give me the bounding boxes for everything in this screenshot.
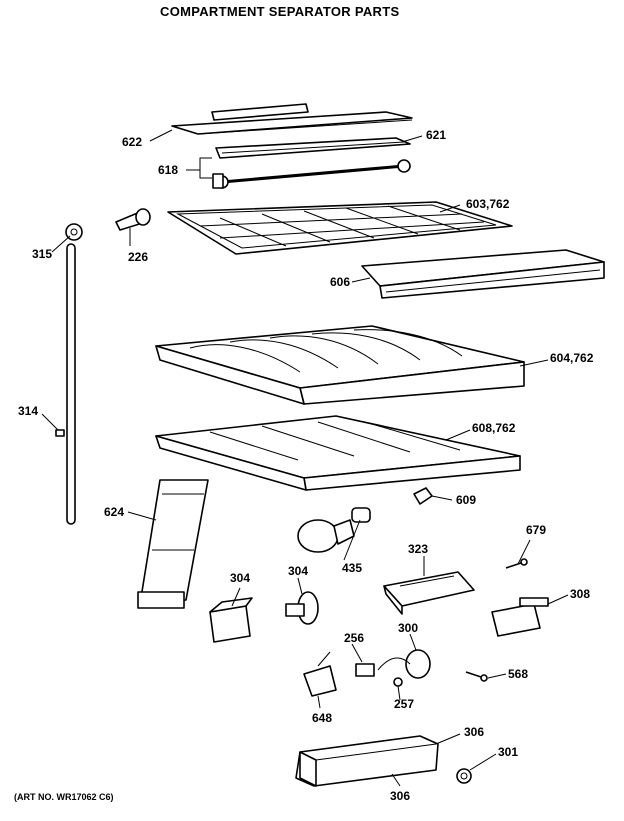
part-604-separator bbox=[155, 325, 525, 405]
callout-608: 608,762 bbox=[472, 421, 516, 435]
part-648-thermostat bbox=[303, 651, 337, 697]
callout-306-b: 306 bbox=[390, 789, 410, 803]
part-308-bracket bbox=[491, 597, 549, 637]
part-256-connector bbox=[355, 663, 375, 677]
callout-604: 604,762 bbox=[550, 351, 594, 365]
part-609-clip bbox=[413, 487, 433, 505]
part-304-knob bbox=[285, 591, 319, 625]
part-304-switch-a bbox=[209, 597, 253, 643]
part-257-screw bbox=[393, 677, 403, 687]
diagram-title: COMPARTMENT SEPARATOR PARTS bbox=[160, 4, 399, 19]
part-226-pin bbox=[115, 208, 151, 231]
callout-256: 256 bbox=[344, 631, 364, 645]
callout-648: 648 bbox=[312, 711, 332, 725]
part-603-wire-shelf bbox=[167, 201, 513, 255]
callout-603: 603,762 bbox=[466, 197, 510, 211]
part-314-315-rod bbox=[55, 223, 83, 525]
part-306-bracket bbox=[295, 735, 439, 787]
part-624-panel bbox=[137, 479, 209, 609]
part-618-rod bbox=[212, 159, 411, 189]
callout-609: 609 bbox=[456, 493, 476, 507]
callout-257: 257 bbox=[394, 697, 414, 711]
callout-315: 315 bbox=[32, 247, 52, 261]
callout-606: 606 bbox=[330, 275, 350, 289]
part-608-separator bbox=[155, 415, 521, 491]
part-679-screw bbox=[505, 558, 528, 569]
art-number: (ART NO. WR17062 C6) bbox=[14, 792, 114, 802]
part-568-screw bbox=[465, 671, 488, 682]
callout-435: 435 bbox=[342, 561, 362, 575]
callout-622: 622 bbox=[122, 135, 142, 149]
callout-323: 323 bbox=[408, 542, 428, 556]
callout-300: 300 bbox=[398, 621, 418, 635]
part-621-rail bbox=[215, 137, 411, 159]
part-323-housing bbox=[383, 571, 475, 615]
part-435-bulb bbox=[297, 507, 371, 553]
callout-679: 679 bbox=[526, 523, 546, 537]
callout-624: 624 bbox=[104, 505, 124, 519]
part-622-cover bbox=[171, 103, 413, 135]
callout-621: 621 bbox=[426, 128, 446, 142]
callout-304-a: 304 bbox=[230, 571, 250, 585]
callout-308: 308 bbox=[570, 587, 590, 601]
part-301-nut bbox=[456, 768, 472, 784]
leader-lines bbox=[41, 129, 569, 787]
callout-568: 568 bbox=[508, 667, 528, 681]
callout-301: 301 bbox=[498, 745, 518, 759]
callout-226: 226 bbox=[128, 250, 148, 264]
part-606-trim bbox=[361, 249, 605, 299]
part-300-relay bbox=[377, 649, 431, 679]
callout-314: 314 bbox=[18, 404, 38, 418]
callout-618: 618 bbox=[158, 163, 178, 177]
callout-306-a: 306 bbox=[464, 725, 484, 739]
callout-304-b: 304 bbox=[288, 564, 308, 578]
